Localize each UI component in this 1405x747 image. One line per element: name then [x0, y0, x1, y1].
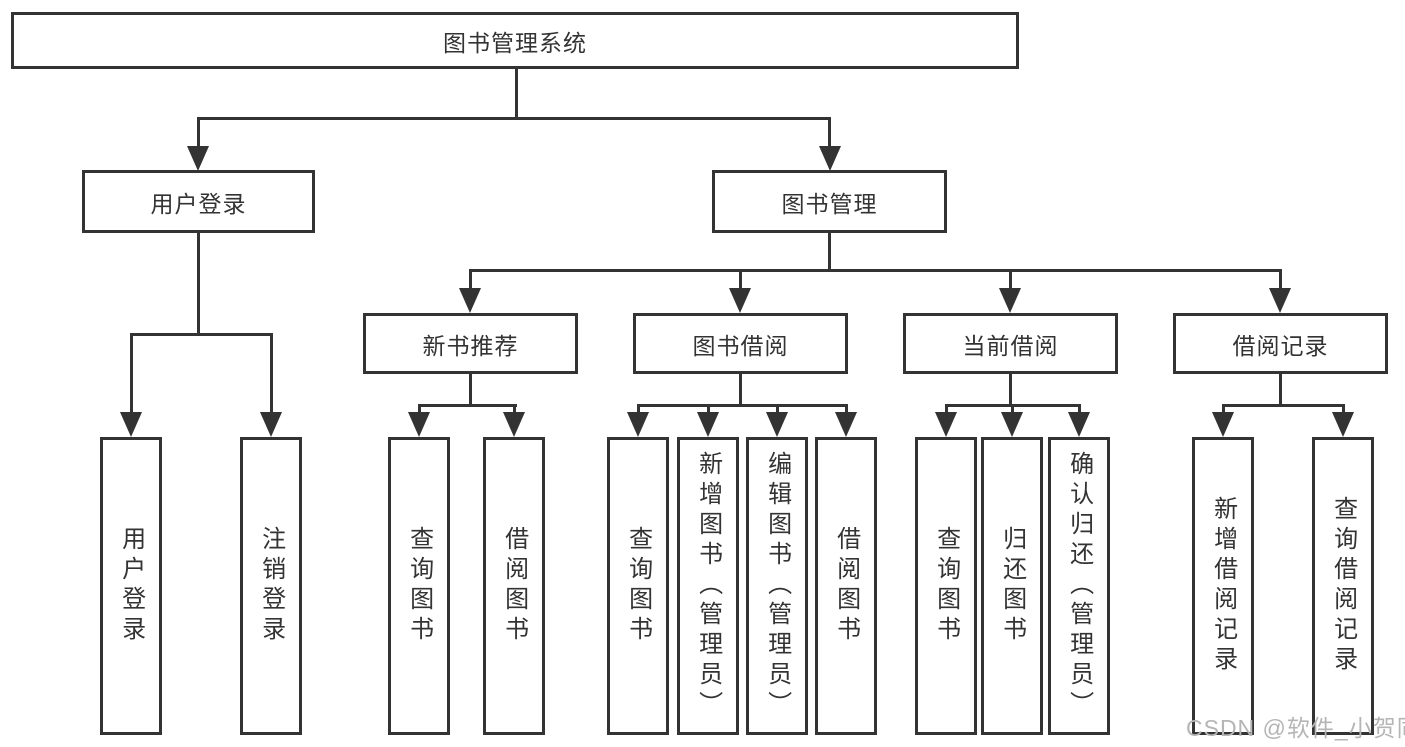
node-label: 查询图书	[932, 526, 960, 646]
arrow-down-icon	[1269, 288, 1291, 313]
node-current-borrow: 当前借阅	[903, 313, 1118, 374]
leaf-bb-add-books-admin: 新增图书（管理员）	[677, 437, 739, 735]
node-label: 借阅图书	[500, 526, 528, 646]
connector-stem-leaf	[513, 404, 516, 415]
node-label: 确认归还（管理员）	[1065, 451, 1093, 721]
node-label: 图书借阅	[692, 332, 789, 359]
connector-stem-leaf	[707, 404, 710, 415]
connector-stem-leaf	[776, 404, 779, 415]
node-label: 新书推荐	[422, 332, 519, 359]
connector-bb-stem	[739, 373, 742, 406]
connector-root-hbar	[197, 117, 831, 120]
leaf-user-login: 用户登录	[100, 437, 162, 735]
connector-stem-leaf	[1342, 404, 1345, 415]
connector-stem-leaf	[637, 404, 640, 415]
connector-nbr-hbar	[418, 404, 517, 407]
connector-br-stem	[1279, 373, 1282, 406]
leaf-nbr-borrow-books: 借阅图书	[483, 437, 545, 735]
arrow-down-icon	[1212, 412, 1234, 437]
node-borrow-records: 借阅记录	[1173, 313, 1388, 374]
node-label: 查询图书	[405, 526, 433, 646]
node-label: 查询借阅记录	[1329, 496, 1357, 676]
connector-bb-hbar	[637, 404, 848, 407]
connector-user-login-stem	[197, 233, 200, 336]
node-label: 注销登录	[257, 526, 285, 646]
arrow-down-icon	[187, 146, 209, 171]
watermark: CSDN @软件_小贺同学	[1186, 715, 1405, 741]
connector-stem-leaf	[270, 333, 273, 414]
arrow-down-icon	[260, 412, 282, 437]
leaf-cb-confirm-return-admin: 确认归还（管理员）	[1048, 437, 1110, 735]
leaf-bb-edit-books-admin: 编辑图书（管理员）	[746, 437, 808, 735]
arrow-down-icon	[935, 412, 957, 437]
leaf-bb-query-books: 查询图书	[607, 437, 669, 735]
node-label: 图书管理系统	[443, 29, 587, 56]
connector-stem-leaf	[130, 333, 133, 414]
connector-stem-leaf	[1222, 404, 1225, 415]
arrow-down-icon	[835, 412, 857, 437]
connector-stem-leaf	[418, 404, 421, 415]
arrow-down-icon	[1332, 412, 1354, 437]
connector-stem-leaf	[1011, 404, 1014, 415]
arrow-down-icon	[459, 288, 481, 313]
node-label: 用户登录	[117, 526, 145, 646]
arrow-down-icon	[766, 412, 788, 437]
connector-stem-leaf	[845, 404, 848, 415]
connector-stem-book-management	[828, 117, 831, 150]
arrow-down-icon	[697, 412, 719, 437]
leaf-cb-query-books: 查询图书	[915, 437, 977, 735]
node-label: 新增图书（管理员）	[694, 451, 722, 721]
node-label: 归还图书	[998, 526, 1026, 646]
node-book-management: 图书管理	[712, 170, 947, 233]
connector-br-hbar	[1222, 404, 1345, 407]
leaf-logout: 注销登录	[240, 437, 302, 735]
connector-stem-level3	[739, 269, 742, 292]
node-label: 图书管理	[781, 190, 878, 217]
node-label: 借阅记录	[1232, 332, 1329, 359]
node-label: 用户登录	[150, 190, 247, 217]
connector-book-management-hbar	[469, 269, 1282, 272]
node-library-management-system: 图书管理系统	[11, 12, 1019, 69]
connector-stem-level3	[1279, 269, 1282, 292]
node-book-borrow: 图书借阅	[633, 313, 848, 374]
arrow-down-icon	[408, 412, 430, 437]
connector-stem-leaf	[1078, 404, 1081, 415]
arrow-down-icon	[120, 412, 142, 437]
node-label: 当前借阅	[962, 332, 1059, 359]
connector-book-management-stem	[828, 233, 831, 271]
node-user-login: 用户登录	[82, 170, 315, 233]
node-label: 编辑图书（管理员）	[763, 451, 791, 721]
connector-stem-leaf	[945, 404, 948, 415]
leaf-br-query-record: 查询借阅记录	[1312, 437, 1374, 735]
connector-user-login-hbar	[130, 333, 273, 336]
arrow-down-icon	[1068, 412, 1090, 437]
connector-cb-stem	[1009, 373, 1012, 406]
arrow-down-icon	[999, 288, 1021, 313]
node-label: 新增借阅记录	[1209, 496, 1237, 676]
arrow-down-icon	[1001, 412, 1023, 437]
connector-nbr-stem	[469, 373, 472, 406]
connector-root-stem	[515, 67, 518, 118]
leaf-br-add-record: 新增借阅记录	[1192, 437, 1254, 735]
arrow-down-icon	[729, 288, 751, 313]
arrow-down-icon	[819, 146, 841, 171]
node-label: 查询图书	[624, 526, 652, 646]
leaf-bb-borrow-books: 借阅图书	[815, 437, 877, 735]
node-label: 借阅图书	[832, 526, 860, 646]
arrow-down-icon	[627, 412, 649, 437]
connector-stem-level3	[469, 269, 472, 292]
leaf-nbr-query-books: 查询图书	[388, 437, 450, 735]
node-new-book-recommend: 新书推荐	[363, 313, 578, 374]
connector-stem-level3	[1009, 269, 1012, 292]
arrow-down-icon	[503, 412, 525, 437]
connector-stem-user-login	[197, 117, 200, 150]
leaf-cb-return-books: 归还图书	[981, 437, 1043, 735]
